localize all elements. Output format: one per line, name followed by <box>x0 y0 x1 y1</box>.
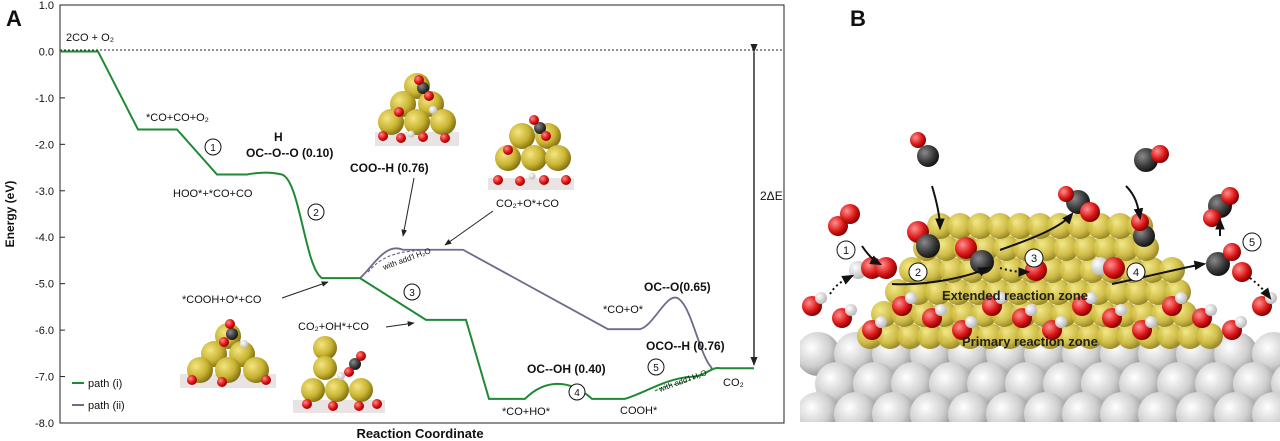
x-axis-title: Reaction Coordinate <box>356 426 483 441</box>
delta-energy-label: 2ΔE <box>760 189 783 203</box>
energy-profile-chart: 1.0 0.0 -1.0 -2.0 -3.0 -4.0 -5.0 -6.0 -7.0 -8.0 E… <box>3 0 785 441</box>
y-tick-label: -5.0 <box>35 279 54 291</box>
step-marker-3: 3 <box>403 283 421 301</box>
svg-text:5: 5 <box>1249 237 1255 249</box>
svg-text:4: 4 <box>574 388 580 399</box>
series-path-ii-water-alt-line <box>367 249 426 273</box>
cluster-inset-co2-oh <box>293 336 385 413</box>
state-label-co-ho: *CO+HO* <box>502 406 551 418</box>
cluster-inset-co2-o <box>488 115 574 190</box>
panel-a-letter: A <box>6 6 22 31</box>
y-tick-label: -8.0 <box>35 418 54 430</box>
panel-b-step-2: 2 <box>908 262 928 282</box>
cluster-inset-legend-area <box>180 319 276 388</box>
svg-text:3: 3 <box>1031 253 1037 265</box>
state-label-co2: CO₂ <box>723 377 744 389</box>
y-axis-ticks: 1.0 0.0 -1.0 -2.0 -3.0 -4.0 -5.0 -6.0 -7.0 -8.0 <box>35 0 65 430</box>
legend-label-path-ii: path (ii) <box>88 400 125 412</box>
cluster-inset-coo-h <box>375 73 459 146</box>
callout-arrow-cooh <box>281 281 329 299</box>
state-label-cooh-o-co: *COOH+O*+CO <box>182 294 262 306</box>
y-axis-title: Energy (eV) <box>3 181 17 248</box>
y-tick-label: -7.0 <box>35 372 54 384</box>
panel-b-step-markers: 1 2 3 4 5 <box>836 232 1262 282</box>
y-tick-label: 1.0 <box>39 0 54 12</box>
water-note-path-i: with add'l H₂O <box>657 368 708 394</box>
state-label-co-co-o2: *CO+CO+O₂ <box>146 112 209 124</box>
svg-text:5: 5 <box>653 363 659 374</box>
y-tick-label: -3.0 <box>35 186 54 198</box>
reaction-arrows <box>829 185 1272 300</box>
y-tick-label: -4.0 <box>35 232 54 244</box>
barrier-2-label: COO--H (0.76) <box>350 161 429 175</box>
legend: path (i) path (ii) <box>72 378 125 412</box>
y-tick-label: -1.0 <box>35 93 54 105</box>
surface-model-panel: 1 2 3 4 5 Extended reaction zone Primary… <box>800 36 1280 422</box>
y-tick-label: 0.0 <box>39 46 54 58</box>
svg-text:4: 4 <box>1133 267 1139 279</box>
legend-label-path-i: path (i) <box>88 378 122 390</box>
step-marker-2: 2 <box>307 203 325 221</box>
svg-text:2: 2 <box>313 208 319 219</box>
state-label-2co-o2: 2CO + O₂ <box>66 32 114 44</box>
callout-arrow-coo-h <box>401 177 415 237</box>
y-tick-label: -6.0 <box>35 325 54 337</box>
state-label-co-o: *CO+O* <box>603 304 644 316</box>
series-path-i-water-alt-line <box>654 367 713 392</box>
state-label-co2-o-co: CO₂+O*+CO <box>496 198 559 210</box>
svg-text:2: 2 <box>915 267 921 279</box>
extended-zone-label: Extended reaction zone <box>942 288 1088 303</box>
callout-arrow-co2-o <box>444 210 494 246</box>
panel-b-step-4: 4 <box>1126 262 1146 282</box>
callout-arrow-co2-oh <box>385 321 415 328</box>
state-label-hoo-co-co: HOO*+*CO+CO <box>173 188 253 200</box>
panel-b-step-1: 1 <box>836 240 856 260</box>
step-marker-5: 5 <box>647 358 665 376</box>
surface-hydroxyl-layer <box>802 292 1277 340</box>
state-label-cooh: COOH* <box>620 405 658 417</box>
barrier-1-label: OC--O--O (0.10) <box>246 146 333 160</box>
barrier-1-h-label: H <box>274 130 283 144</box>
barrier-4-label: OC--OH (0.40) <box>527 362 606 376</box>
primary-zone-label: Primary reaction zone <box>962 334 1098 349</box>
series-path-i-line <box>60 50 754 400</box>
y-tick-label: -2.0 <box>35 139 54 151</box>
state-label-co2-oh-co: CO₂+OH*+CO <box>298 321 369 333</box>
surface-model-illustration: 1 2 3 4 5 <box>800 132 1280 422</box>
svg-text:1: 1 <box>210 143 216 154</box>
plot-frame <box>59 4 785 424</box>
step-marker-1: 1 <box>204 138 222 156</box>
adsorbed-molecules <box>828 132 1252 282</box>
panel-b-step-5: 5 <box>1242 232 1262 252</box>
svg-text:3: 3 <box>409 288 415 299</box>
svg-text:1: 1 <box>843 245 849 257</box>
series-path-ii-line <box>359 247 713 369</box>
barrier-3-label: OC--O(0.65) <box>644 280 711 294</box>
step-marker-4: 4 <box>568 383 586 401</box>
barrier-5-label: OCO--H (0.76) <box>646 339 725 353</box>
panel-b-step-3: 3 <box>1024 248 1044 268</box>
panel-b-letter: B <box>850 6 866 31</box>
